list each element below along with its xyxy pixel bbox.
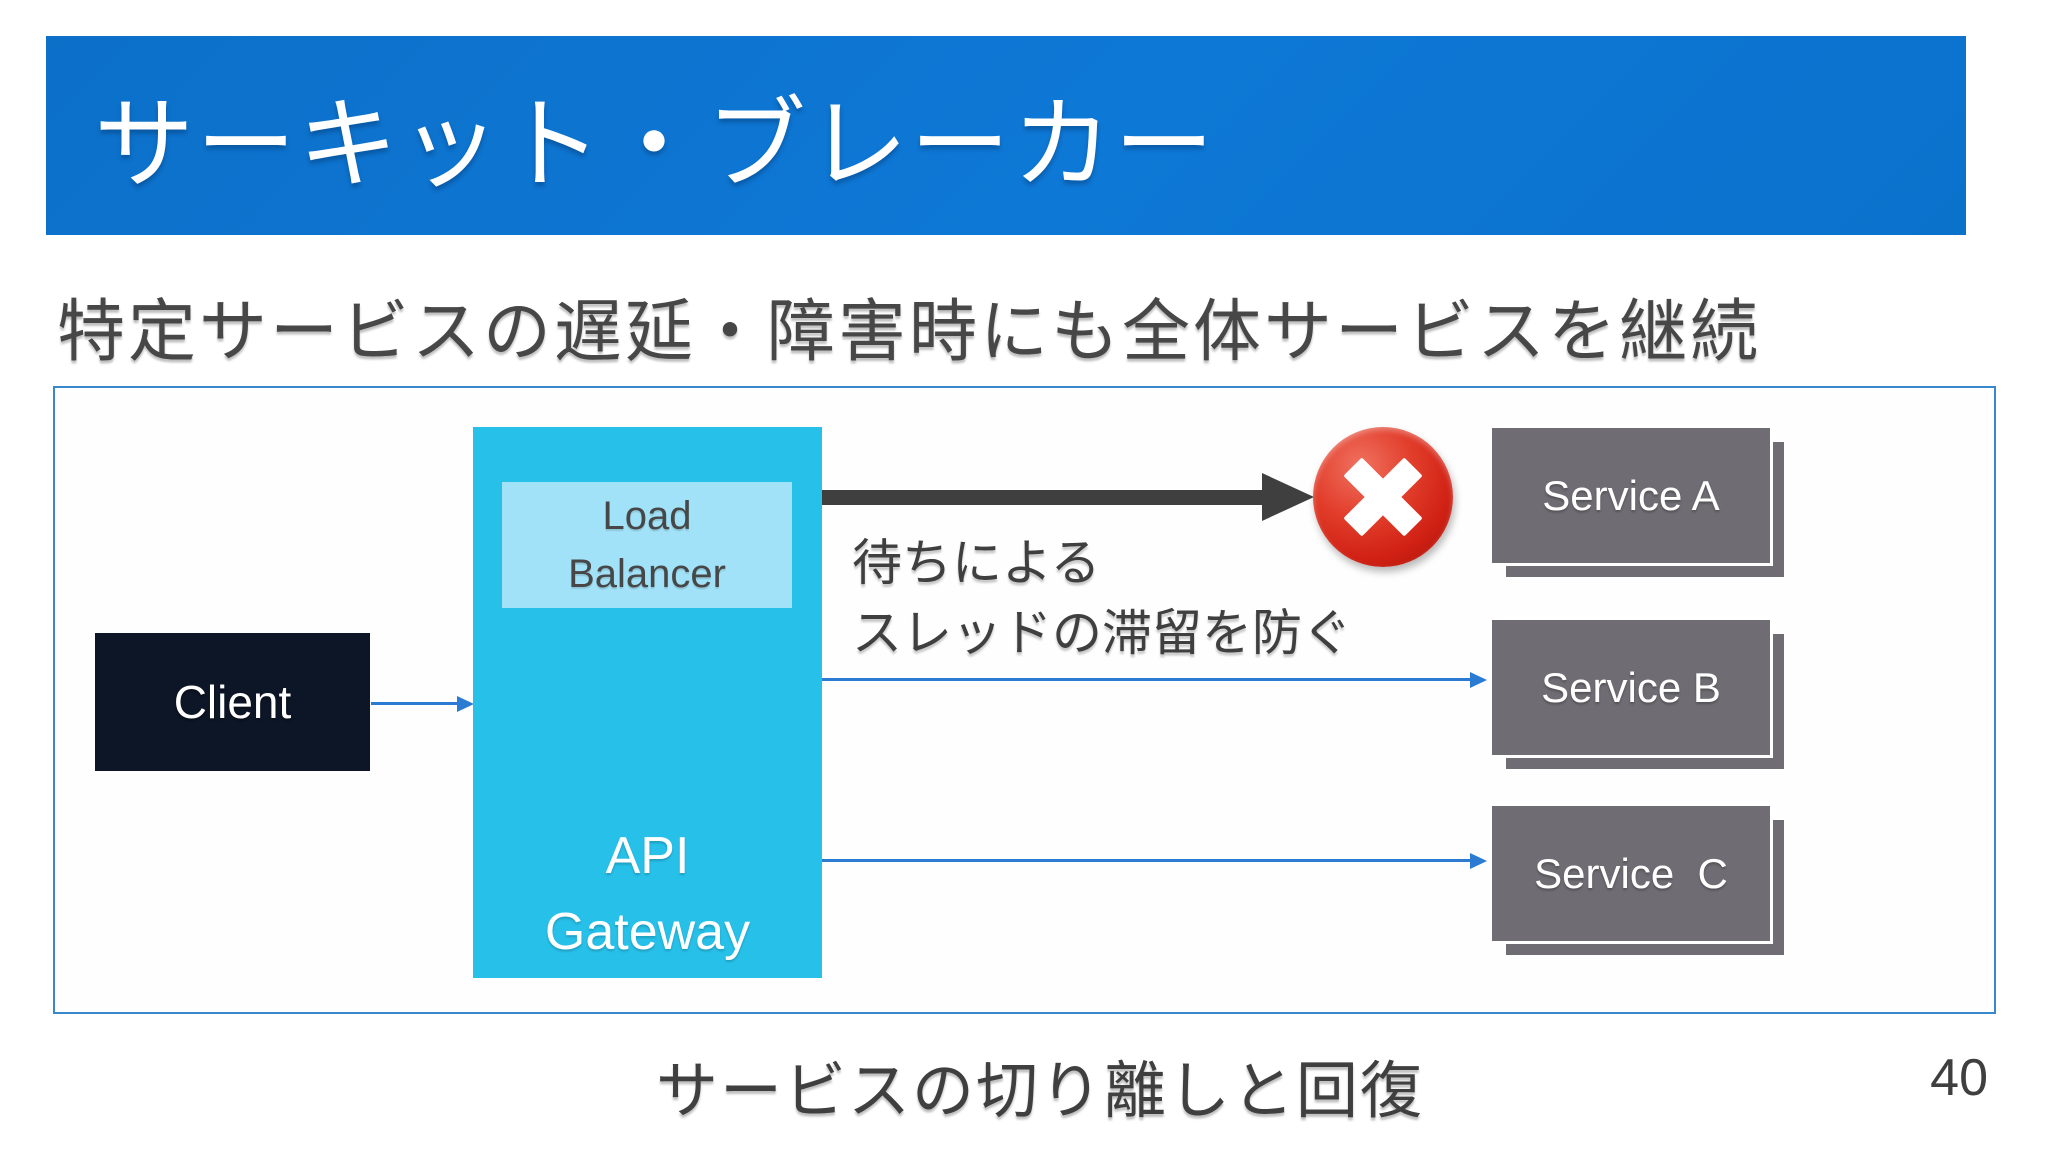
arrow-client-to-gateway <box>371 702 459 705</box>
page-title: サーキット・ブレーカー <box>94 89 1216 201</box>
arrow-gateway-to-service-c <box>822 859 1472 862</box>
load-balancer-label-line1: Load <box>602 494 692 538</box>
api-gateway-label-line2: Gateway <box>544 903 751 961</box>
annotation-line2: スレッドの滞留を防ぐ <box>852 605 1352 661</box>
arrow-gateway-to-service-c-head <box>1470 853 1487 869</box>
service-a-node: Service A <box>1489 425 1784 577</box>
arrow-gateway-to-service-b-head <box>1470 672 1487 688</box>
load-balancer-node: Load Balancer <box>502 482 792 608</box>
arrow-gateway-to-service-a <box>822 490 1262 505</box>
slide-caption: サービスの切り離しと回復 <box>655 1057 1424 1126</box>
circuit-breaker-annotation: 待ちによる スレッドの滞留を防ぐ <box>852 528 1352 668</box>
title-banner: サーキット・ブレーカー <box>46 36 1966 235</box>
page-number: 40 <box>1930 1049 1988 1107</box>
service-b-label: Service B <box>1541 663 1721 711</box>
arrow-gateway-to-service-a-head <box>1262 473 1314 521</box>
slide-subtitle: 特定サービスの遅延・障害時にも全体サービスを継続 <box>57 294 1762 370</box>
client-node: Client <box>95 633 370 771</box>
service-c-label: Service C <box>1534 849 1728 897</box>
arrow-gateway-to-service-b <box>822 678 1472 681</box>
load-balancer-label-line2: Balancer <box>568 552 726 596</box>
api-gateway-label: API Gateway <box>473 818 822 970</box>
error-cross-icon <box>1313 427 1453 567</box>
arrow-client-to-gateway-head <box>457 696 474 712</box>
service-c-node: Service C <box>1489 803 1784 955</box>
service-b-node: Service B <box>1489 617 1784 769</box>
annotation-line1: 待ちによる <box>852 535 1101 591</box>
service-a-label: Service A <box>1542 471 1720 519</box>
api-gateway-label-line1: API <box>605 827 690 885</box>
client-label: Client <box>173 676 292 728</box>
